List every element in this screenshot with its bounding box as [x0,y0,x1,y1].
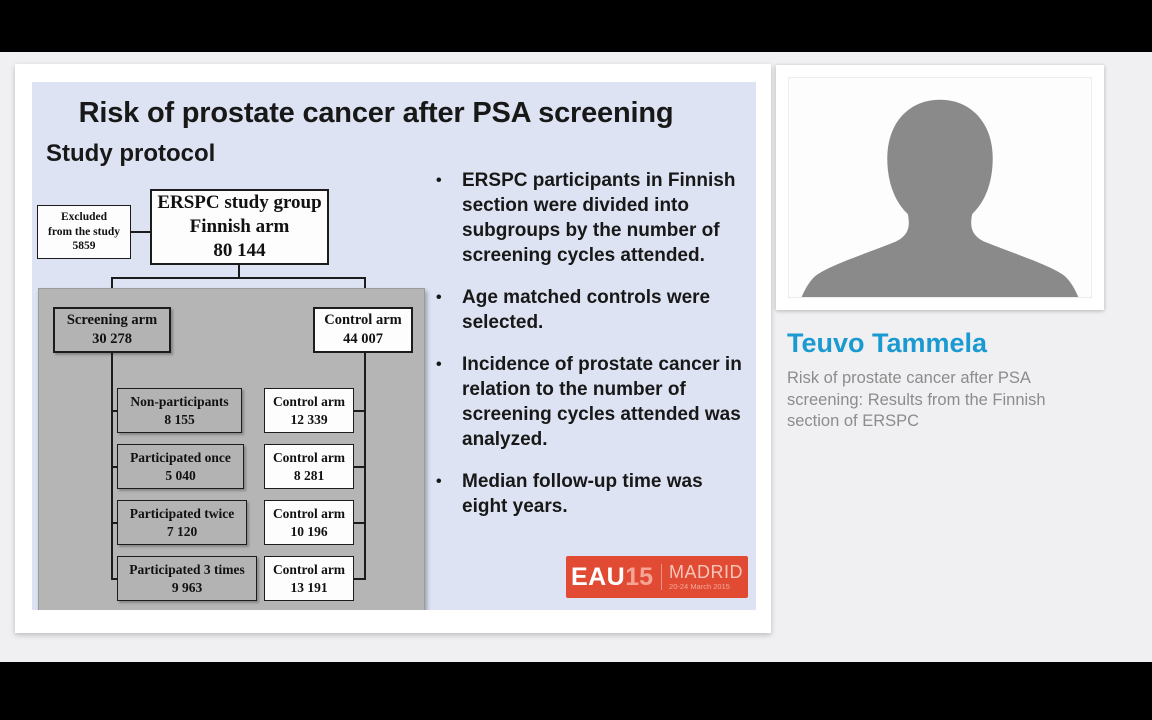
flow-box-value: 44 007 [343,331,383,347]
bullet-item: • ERSPC participants in Finnish section … [436,168,746,268]
logo-year-text: 15 [625,562,654,591]
flow-box-value: 10 196 [290,523,328,539]
flow-box-subgroup: Participated once 5 040 [117,444,244,489]
logo-dates-text: 20-24 March 2015 [669,582,730,592]
speaker-photo-card [776,65,1104,310]
flow-box-control-match: Control arm 13 191 [264,556,354,601]
bullet-dot: • [436,356,442,373]
speaker-photo [788,77,1092,298]
speaker-talk-title: Risk of prostate cancer after PSA screen… [787,369,1046,430]
flow-box-value: 8 155 [164,411,195,427]
flow-box-subgroup: Non-participants 8 155 [117,388,242,433]
person-silhouette-icon [801,99,1079,297]
bullet-dot: • [436,473,442,490]
connector-branch-bar [111,277,366,279]
flow-box-subgroup: Participated twice 7 120 [117,500,247,545]
flow-box-value: 8 281 [293,467,325,483]
bullet-item: • Incidence of prostate cancer in relati… [436,352,746,452]
letterbox-bottom [0,662,1152,720]
connector-stub [352,410,366,412]
logo-divider [661,564,663,590]
bullet-text: Median follow-up time was eight years. [462,471,703,517]
logo-city-block: MADRID 20-24 March 2015 [669,563,743,591]
connector-stub [111,410,119,412]
flow-box-text: Finnish arm [189,216,290,238]
flow-box-text: Participated twice [129,505,235,521]
flow-box-control-match: Control arm 10 196 [264,500,354,545]
connector-stub [111,522,119,524]
flow-box-value: 13 191 [290,579,328,595]
flow-box-value: 12 339 [290,411,328,427]
bullet-text: Incidence of prostate cancer in relation… [462,354,742,450]
flow-box-text: Non-participants [130,393,229,409]
connector-excluded [131,231,150,233]
flow-box-control-match: Control arm 12 339 [264,388,354,433]
bullet-text: ERSPC participants in Finnish section we… [462,170,736,266]
logo-city-text: MADRID [669,562,744,583]
connector-root-down [238,265,240,278]
speaker-name: Teuvo Tammela [787,328,988,358]
flow-box-text: Control arm [272,561,346,577]
flow-box-text: ERSPC study group [157,192,322,214]
slide-subtitle: Study protocol [46,140,216,167]
flow-box-excluded: Excluded from the study 5859 [37,205,131,259]
content-area: Risk of prostate cancer after PSA screen… [0,52,1152,662]
flow-box-screening-arm: Screening arm 30 278 [53,307,171,353]
flow-box-text: Participated once [130,449,231,465]
slide-card: Risk of prostate cancer after PSA screen… [15,64,771,633]
flow-box-text: from the study [48,225,120,238]
bullet-dot: • [436,172,442,189]
eau-congress-logo: EAU 15 MADRID 20-24 March 2015 [566,556,748,598]
connector-stub [111,578,119,580]
flow-box-root: ERSPC study group Finnish arm 80 144 [150,189,329,265]
slide-title: Risk of prostate cancer after PSA screen… [78,97,674,129]
flow-box-value: 30 278 [92,331,132,347]
logo-org-text: EAU [570,562,626,591]
flow-box-value: 5859 [72,240,96,253]
flow-box-text: Participated 3 times [129,561,245,577]
flow-box-text: Control arm [272,449,346,465]
connector-stub [111,466,119,468]
flow-box-subgroup: Participated 3 times 9 963 [117,556,257,601]
flow-box-control-match: Control arm 8 281 [264,444,354,489]
connector-stub [352,522,366,524]
letterbox-top [0,0,1152,52]
flow-box-text: Control arm [324,312,402,329]
bullet-text: Age matched controls were selected. [462,287,711,333]
slide: Risk of prostate cancer after PSA screen… [32,82,756,610]
flow-box-text: Control arm [272,505,346,521]
flow-box-value: 5 040 [165,467,196,483]
bullet-dot: • [436,289,442,306]
flow-box-control-arm: Control arm 44 007 [313,307,413,353]
bullet-item: • Age matched controls were selected. [436,285,746,335]
flow-box-value: 9 963 [171,579,203,595]
flow-box-text: Screening arm [66,312,158,329]
connector-stub [352,466,366,468]
flow-box-text: Control arm [272,393,346,409]
flow-box-value: 7 120 [166,523,198,539]
bullet-item: • Median follow-up time was eight years. [436,469,746,519]
connector-stub [352,578,366,580]
bullet-list: • ERSPC participants in Finnish section … [436,168,746,536]
flow-box-text: Excluded [60,210,107,223]
flow-box-value: 80 144 [213,239,266,261]
